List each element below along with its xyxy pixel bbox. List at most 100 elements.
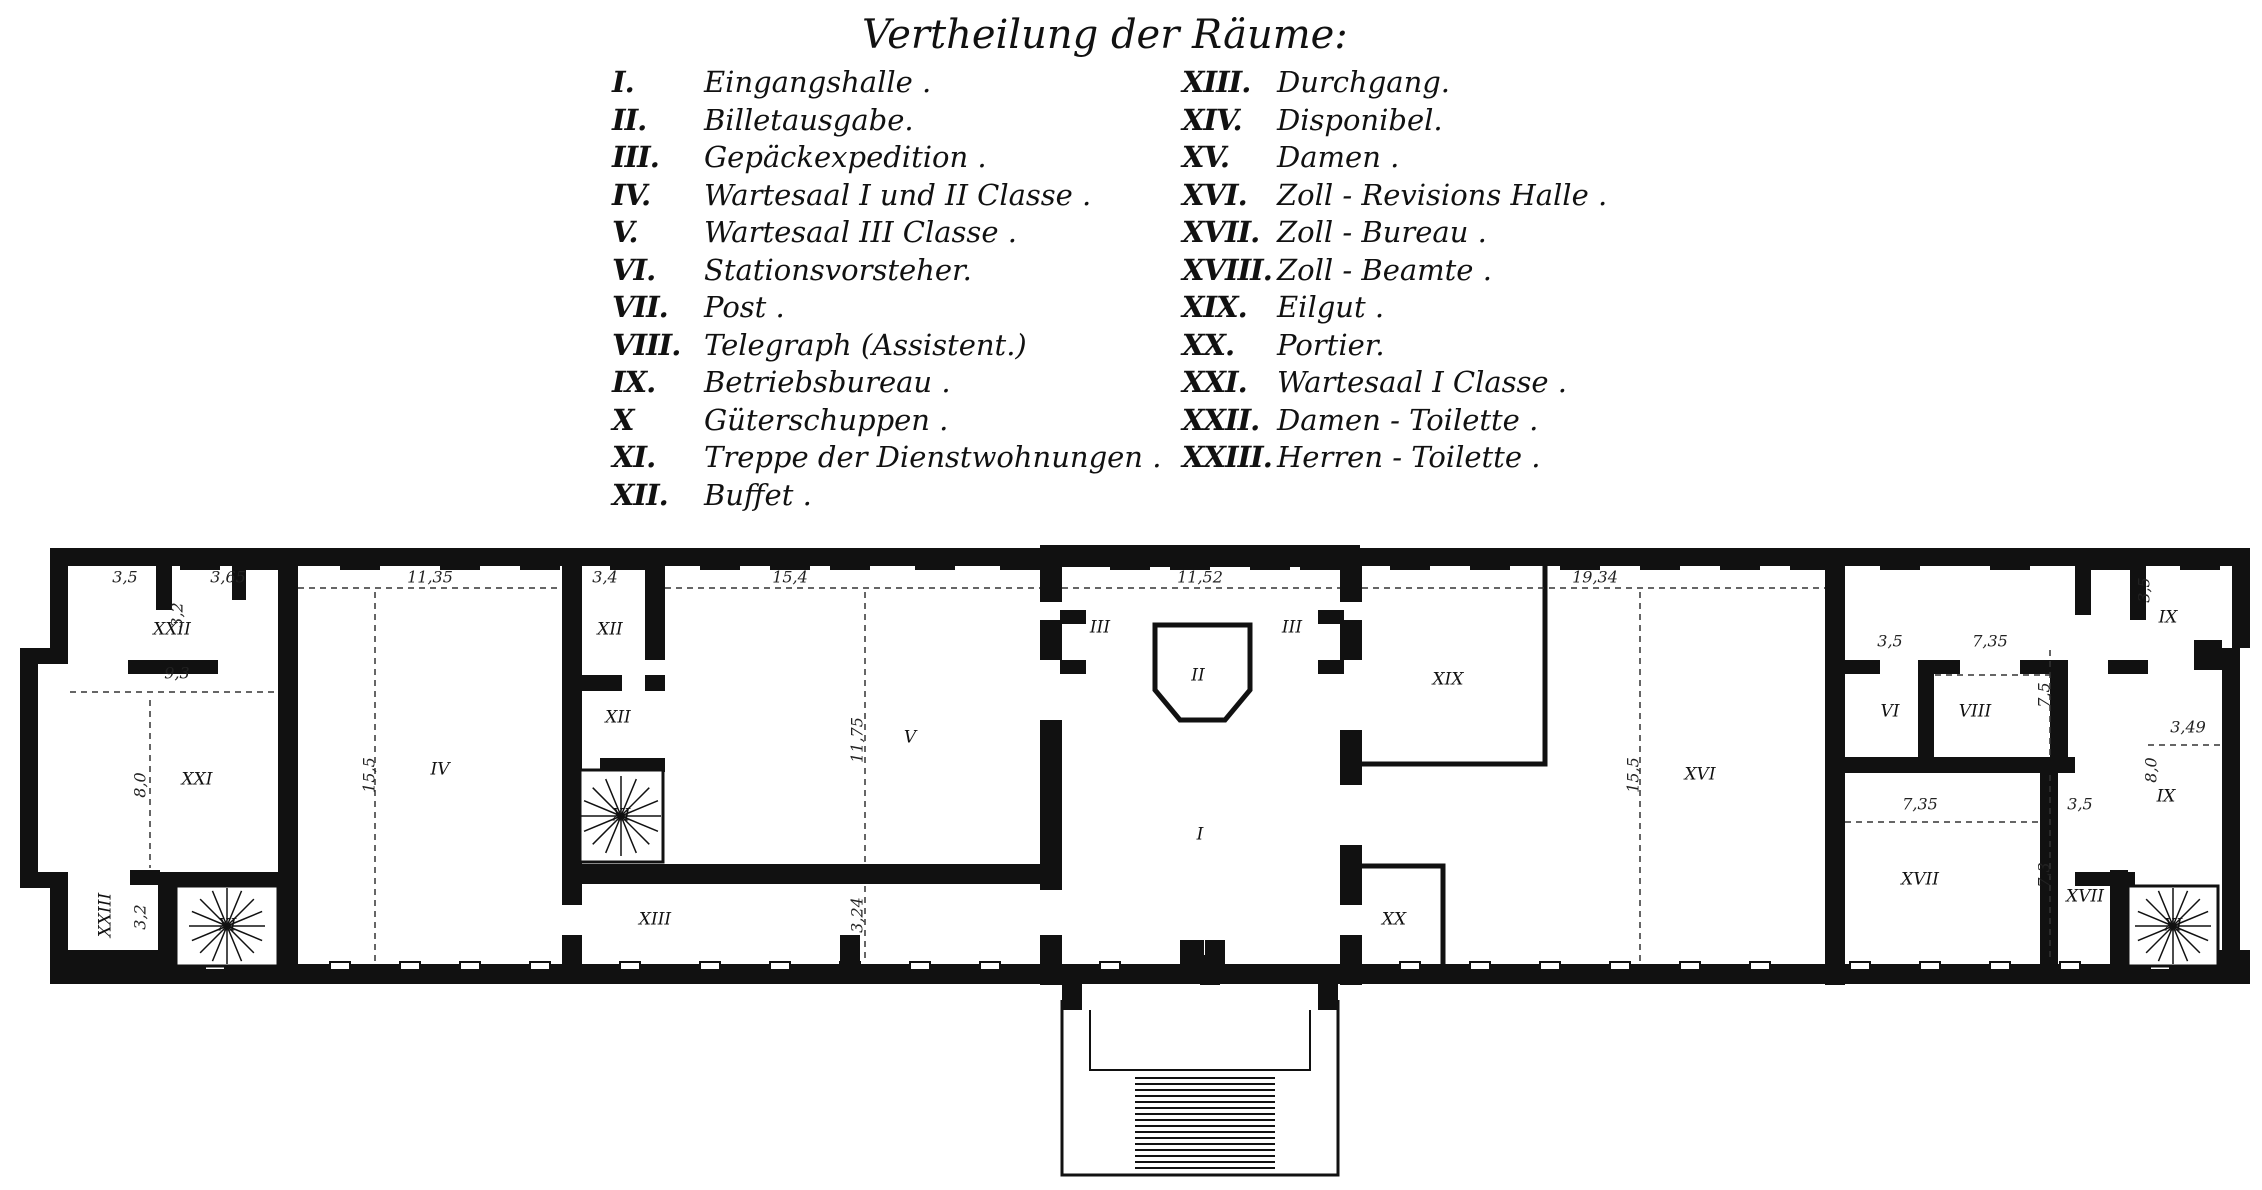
window-sill bbox=[1919, 961, 1941, 971]
window-pier bbox=[700, 556, 740, 570]
legend-row: X Güterschuppen . bbox=[612, 402, 1161, 440]
window-pier bbox=[1470, 556, 1510, 570]
stair-tread bbox=[2137, 910, 2174, 927]
legend-room-name: Damen . bbox=[1277, 140, 1400, 174]
legend-row: XVIII.Zoll - Beamte . bbox=[1182, 252, 1607, 290]
legend-row: VII.Post . bbox=[612, 289, 1161, 327]
legend-room-number: XVI. bbox=[1182, 177, 1248, 212]
room-label: XIX bbox=[1431, 670, 1465, 690]
legend-room-number: V. bbox=[612, 215, 639, 249]
window-sill bbox=[1399, 961, 1421, 971]
wall-iv-east bbox=[562, 565, 582, 905]
dimension-label: 9,3 bbox=[164, 664, 189, 683]
window-sill bbox=[769, 961, 791, 971]
wall-west-section bbox=[278, 565, 298, 975]
stair-tread bbox=[592, 787, 622, 817]
wall-xxii-xxi-divider bbox=[128, 660, 218, 674]
wall-xii-divider bbox=[582, 675, 622, 691]
dimension-label: 3,5 bbox=[2135, 577, 2154, 602]
legend-room-number: X bbox=[612, 402, 635, 437]
legend-room-name: Herren - Toilette . bbox=[1277, 440, 1541, 474]
stair-tread bbox=[604, 815, 622, 854]
legend-row: IX.Betriebsbureau . bbox=[612, 364, 1161, 402]
dimension-label: 19,34 bbox=[1572, 568, 1618, 587]
legend-room-number: VIII. bbox=[612, 327, 681, 362]
legend-row: III.Gepäckexpedition . bbox=[612, 139, 1161, 177]
room-label: V bbox=[904, 728, 918, 748]
stair-treads bbox=[189, 776, 2211, 964]
legend-row: XVI.Zoll - Revisions Halle . bbox=[1182, 177, 1607, 215]
wall-xvii-stair-top bbox=[2075, 872, 2135, 886]
wall-xxi-lower-a bbox=[130, 870, 160, 885]
wall-hall-west-d bbox=[1040, 935, 1062, 985]
legend-room-number: XIX. bbox=[1182, 290, 1248, 324]
legend-row: XII.Buffet . bbox=[612, 477, 1161, 515]
window-sill bbox=[619, 961, 641, 971]
entrance-terrace-inner bbox=[1089, 1010, 1311, 1071]
window-pier bbox=[440, 556, 480, 570]
legend-room-number: VII. bbox=[612, 290, 669, 324]
room-label: VI bbox=[1881, 702, 1900, 722]
thin-partitions bbox=[1152, 565, 1548, 965]
stair-tread bbox=[211, 890, 228, 927]
legend-row: XXII.Damen - Toilette . bbox=[1182, 402, 1607, 440]
stair-tread bbox=[620, 815, 650, 845]
stair-tread bbox=[226, 890, 243, 927]
stair-tread bbox=[2172, 925, 2209, 942]
room-label: III bbox=[1281, 618, 1302, 638]
dimension-label: 15,4 bbox=[772, 568, 808, 587]
room-label: IX bbox=[2156, 787, 2177, 807]
room-label: IX bbox=[2158, 608, 2179, 628]
stair-wells bbox=[174, 768, 2220, 968]
room-label: XXIII bbox=[96, 893, 116, 940]
room-label: XXI bbox=[180, 770, 213, 790]
room-label: IV bbox=[430, 760, 452, 780]
window-sill bbox=[329, 961, 351, 971]
legend-room-name: Güterschuppen . bbox=[704, 402, 949, 437]
stair-tread bbox=[583, 799, 622, 817]
legend-row: XI.Treppe der Dienstwohnungen . bbox=[612, 439, 1161, 477]
stair-tread bbox=[620, 787, 650, 817]
window-pier bbox=[830, 556, 870, 570]
window-sill bbox=[399, 961, 421, 971]
stair-tread bbox=[2172, 910, 2209, 927]
room-label: XVII bbox=[1899, 870, 1939, 890]
wall-xiii-pier-b bbox=[840, 935, 860, 980]
window-sill bbox=[529, 961, 551, 971]
wall-stair-left bbox=[158, 872, 176, 972]
dimension-label: 8,0 bbox=[131, 772, 150, 797]
window-pier bbox=[180, 556, 220, 570]
wall-hall-pier-a bbox=[1060, 610, 1086, 624]
legend-row: XIII.Durchgang. bbox=[1182, 64, 1607, 102]
legend-row: XXIII.Herren - Toilette . bbox=[1182, 439, 1607, 477]
stair-tread bbox=[2145, 925, 2174, 954]
dimension-label: 11,35 bbox=[407, 568, 453, 587]
dimension-label: 3,5 bbox=[1877, 632, 1902, 651]
window-pier bbox=[245, 556, 285, 570]
window-sill bbox=[2059, 961, 2081, 971]
window-pier bbox=[1790, 556, 1830, 570]
wall-ix-divider bbox=[2108, 660, 2148, 674]
legend-row: I.Eingangshalle . bbox=[612, 64, 1161, 102]
wall-xxii-pier-a bbox=[156, 550, 172, 610]
dimension-label: 3,65 bbox=[210, 568, 246, 587]
wall-ix-east-top bbox=[2194, 640, 2222, 670]
wall-xvi-east-b bbox=[1825, 940, 1845, 985]
wall-vi-viii-divider bbox=[1918, 660, 1934, 760]
window-pier bbox=[1990, 556, 2030, 570]
stair-tread bbox=[226, 910, 263, 927]
wall-xvi-east bbox=[1825, 565, 1845, 965]
legend-room-number: XI. bbox=[612, 440, 656, 474]
stair-tread bbox=[191, 910, 228, 927]
legend-room-name: Stationsvorsteher. bbox=[704, 252, 972, 287]
dimension-label: 7,35 bbox=[1902, 795, 1938, 814]
legend-room-name: Zoll - Beamte . bbox=[1277, 252, 1492, 287]
stair-tread bbox=[199, 925, 228, 954]
room-label: II bbox=[1190, 666, 1205, 686]
room-label: XVII bbox=[2064, 887, 2104, 907]
legend-row: V.Wartesaal III Classe . bbox=[612, 214, 1161, 252]
legend-room-number: XVIII. bbox=[1182, 252, 1273, 287]
dimension-label: 7,35 bbox=[1972, 632, 2008, 651]
stair-tread bbox=[2172, 898, 2201, 927]
legend-room-number: XXIII. bbox=[1182, 440, 1273, 474]
